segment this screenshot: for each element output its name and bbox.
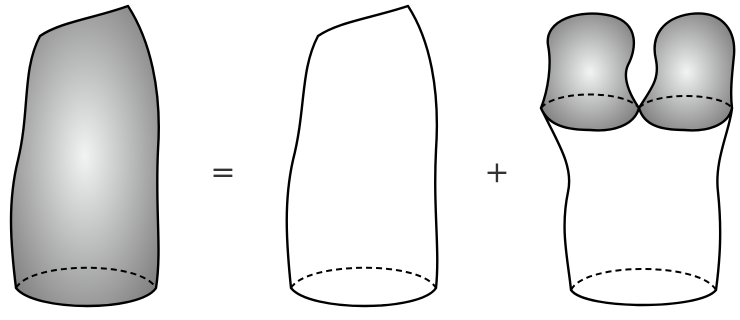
plain-cylinder [287, 6, 438, 306]
plus-sign: + [484, 155, 509, 190]
shaded-cylinder-body [11, 6, 159, 306]
plain-cylinder-body [287, 6, 438, 306]
right-cap [639, 13, 734, 130]
left-cap [541, 14, 639, 131]
equals-sign: = [210, 155, 235, 190]
shaded-cylinder [11, 6, 159, 306]
cylinder-with-caps [541, 13, 734, 305]
capped-cylinder-body [541, 108, 732, 305]
